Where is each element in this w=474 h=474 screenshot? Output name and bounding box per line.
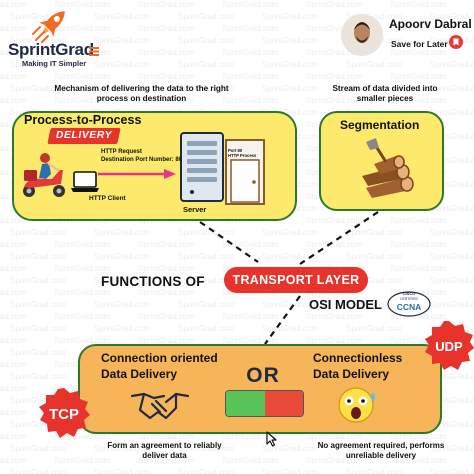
connection-oriented-title: Connection oriented Data Delivery [101,351,218,382]
ccna-text: CCNA [397,302,422,312]
connector-top-left [199,221,259,263]
server-icon [180,132,224,202]
http-request-label: HTTP Request Destination Port Number: 80 [101,149,183,163]
axe-log-icon [362,138,414,198]
functions-of-label: FUNCTIONS OF [101,274,205,289]
brand-name: SprintGrad [8,40,94,59]
connector-top-right [299,211,379,265]
server-label: Server [183,205,207,214]
toggle-green-half [226,391,265,416]
door-port-label: Port 80 HTTP Process [228,148,257,159]
avatar[interactable] [341,14,383,56]
brand-tagline: Making IT Simpler [22,59,87,68]
or-toggle [225,390,304,417]
request-arrow [98,169,176,179]
connectionless-title: Connectionless Data Delivery [313,351,403,382]
connection-oriented-caption: Form an agreement to reliably deliver da… [107,441,222,460]
udp-badge: UDP [425,321,474,370]
transport-layer-pill [224,267,368,293]
toggle-red-half [264,391,303,416]
handshake-icon [130,392,190,420]
shocked-face-icon [338,387,375,423]
laptop-icon [71,171,99,192]
door-icon [225,139,265,205]
delivery-tag-label: DELIVERY [55,129,113,141]
certified-text: CERTIFIED [400,297,418,301]
bookmark-icon[interactable] [449,35,463,49]
cisco-ccna-logo: CISCO CERTIFIED CCNA [387,291,431,317]
udp-badge-label: UDP [435,339,463,354]
rocket-icon [32,11,65,43]
cursor-icon [266,431,277,447]
or-label: OR [246,364,280,387]
connectionless-caption: No agreement required, performs unreliab… [317,441,445,460]
process-delivery-caption: Mechanism of delivering the data to the … [54,84,229,104]
osi-model-label: OSI MODEL [309,297,382,312]
tcp-badge-label: TCP [49,406,79,423]
cisco-text: CISCO [403,291,416,296]
scooter-rider-icon [23,153,65,197]
delivery-types-panel [78,344,442,434]
transport-layer-label: TRANSPORT LAYER [232,273,360,287]
segmentation-title: Segmentation [340,118,420,132]
process-to-process-title: Process-to-Process [24,113,142,127]
author-name: Apoorv Dabral [389,17,472,31]
brand-bars-icon [89,47,99,56]
http-client-label: HTTP Client [89,195,126,202]
segmentation-caption: Stream of data divided into smaller piec… [332,84,438,104]
save-for-later-label[interactable]: Save for Later [391,39,448,49]
connector-bottom [264,295,301,345]
tcp-badge: TCP [39,388,90,438]
